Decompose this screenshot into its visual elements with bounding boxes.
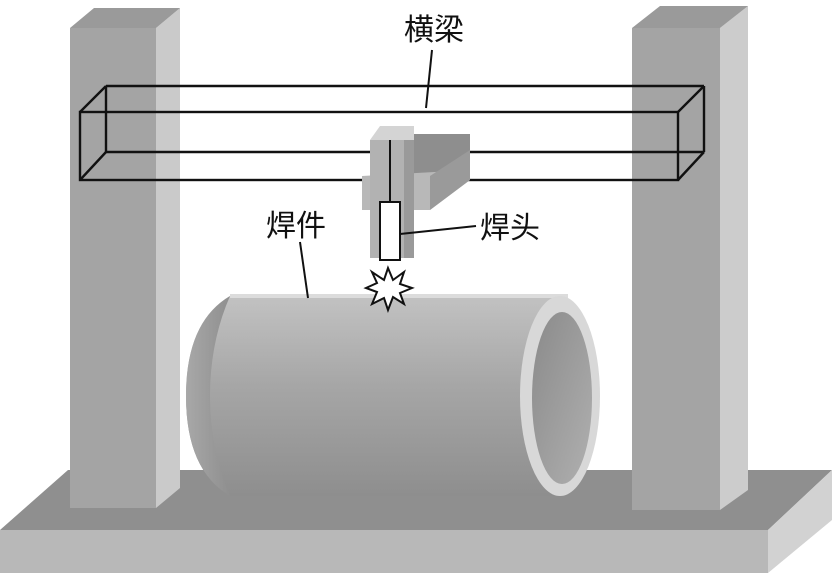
right-column-side xyxy=(720,6,748,510)
head-column-side xyxy=(404,140,414,258)
right-column-front xyxy=(632,28,720,510)
leader-lines xyxy=(299,49,477,299)
beam-hidden-edge xyxy=(79,151,107,181)
base-front xyxy=(0,530,768,573)
workpiece-leader-line xyxy=(299,241,309,299)
workpiece-cylinder xyxy=(186,294,600,496)
workpiece-label: 焊件 xyxy=(266,209,326,244)
welding-head-label: 焊头 xyxy=(480,211,540,246)
beam-label: 横梁 xyxy=(404,13,464,48)
beam-edge xyxy=(677,85,705,113)
cylinder-left-end xyxy=(186,296,230,496)
spark-icon xyxy=(363,265,415,313)
base-side xyxy=(768,470,832,573)
welding-nozzle xyxy=(379,201,401,261)
left-column-front xyxy=(70,28,156,508)
left-column xyxy=(70,8,180,508)
carriage-side xyxy=(430,150,470,210)
beam-edge xyxy=(677,151,705,181)
welding-head-leader-line xyxy=(399,225,477,235)
cylinder-body xyxy=(186,296,568,496)
left-column-side xyxy=(156,8,180,508)
beam-leader-line xyxy=(425,49,433,109)
cylinder-inner xyxy=(532,312,592,484)
beam-edge xyxy=(79,85,107,113)
head-column-top xyxy=(370,126,414,140)
left-column-top xyxy=(70,8,180,28)
welding-head-assembly xyxy=(362,126,470,313)
base-platform xyxy=(0,470,832,573)
base-top xyxy=(0,470,832,530)
right-column-top xyxy=(632,6,748,28)
right-column xyxy=(632,6,748,510)
